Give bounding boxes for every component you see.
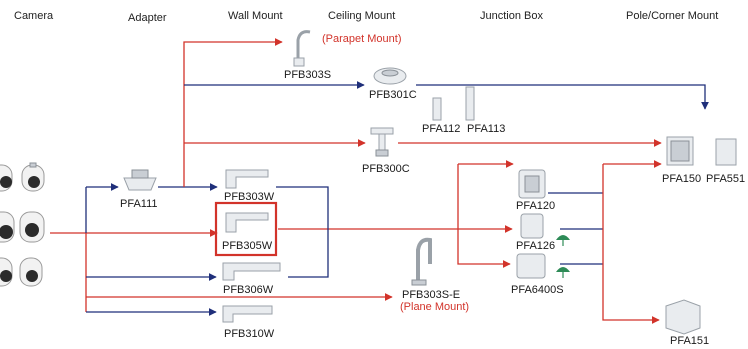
junction-to-pfa151-line bbox=[602, 164, 660, 324]
junction-feed-line bbox=[457, 164, 511, 268]
wall-mounts-bracket-line bbox=[276, 186, 329, 278]
umbrella-icon bbox=[556, 267, 570, 272]
pfb305w-highlight-box bbox=[214, 201, 278, 257]
speed-dome-camera-icon bbox=[0, 211, 45, 243]
pfa113-label: PFA113 bbox=[467, 123, 505, 135]
pfa120-label: PFA120 bbox=[516, 200, 555, 212]
dome-camera-icon bbox=[0, 257, 43, 287]
pfa151-device: PFA151 bbox=[665, 299, 709, 347]
header-wall-mount: Wall Mount bbox=[228, 10, 283, 22]
pfa6400s-device: PFA6400S bbox=[511, 253, 570, 296]
pfa112-device: PFA112 bbox=[422, 97, 460, 135]
pfa111-to-pfb303s-line bbox=[183, 38, 283, 187]
pfb300c-label: PFB300C bbox=[362, 163, 410, 175]
pfb306w-device: PFB306W bbox=[222, 262, 281, 296]
pfb303w-label: PFB303W bbox=[224, 191, 275, 203]
pfb303se-device: PFB303S-E (Plane Mount) bbox=[400, 237, 469, 313]
pfb305w-device: PFB305W bbox=[222, 212, 273, 252]
header-pole-corner-mount: Pole/Corner Mount bbox=[626, 10, 718, 22]
header-ceiling-mount: Ceiling Mount bbox=[328, 10, 395, 22]
umbrella-icon bbox=[556, 235, 570, 240]
pfa551-label: PFA551 bbox=[706, 173, 745, 185]
pfa112-label: PFA112 bbox=[422, 123, 460, 135]
parapet-mount-note: (Parapet Mount) bbox=[322, 33, 401, 45]
ptz-camera-icon bbox=[0, 162, 45, 192]
pfa120-device: PFA120 bbox=[516, 169, 555, 212]
pfa6400s-label: PFA6400S bbox=[511, 284, 564, 296]
header-camera: Camera bbox=[14, 10, 54, 22]
pfa113-device: PFA113 bbox=[465, 86, 505, 135]
pfa111-device: PFA111 bbox=[120, 169, 158, 210]
pfa150-label: PFA150 bbox=[662, 173, 701, 185]
camera-group bbox=[0, 162, 45, 287]
pfa150-device: PFA150 bbox=[662, 136, 701, 185]
pfb303w-device: PFB303W bbox=[224, 169, 275, 203]
pfa126-label: PFA126 bbox=[516, 240, 555, 252]
pfb301c-label: PFB301C bbox=[369, 89, 417, 101]
header-junction-box: Junction Box bbox=[480, 10, 543, 22]
pfb303s-label: PFB303S bbox=[284, 69, 331, 81]
pfa551-device: PFA551 bbox=[706, 138, 745, 185]
pfb306w-label: PFB306W bbox=[223, 284, 274, 296]
pfb310w-label: PFB310W bbox=[224, 328, 275, 340]
pfa126-device: PFA126 bbox=[516, 213, 570, 252]
pfb305w-label: PFB305W bbox=[222, 240, 273, 252]
pfb303s-device: (Parapet Mount) PFB303S bbox=[284, 30, 401, 81]
pfa111-label: PFA111 bbox=[120, 198, 158, 210]
pfb303se-label: PFB303S-E bbox=[402, 289, 460, 301]
plane-mount-note: (Plane Mount) bbox=[400, 301, 469, 313]
pfb301c-device: PFB301C bbox=[369, 67, 417, 101]
pfa151-label: PFA151 bbox=[670, 335, 709, 347]
pfb310w-device: PFB310W bbox=[222, 305, 275, 340]
header-adapter: Adapter bbox=[128, 12, 167, 24]
pfb300c-device: PFB300C bbox=[362, 127, 410, 175]
pfb301c-to-pfa150-line bbox=[416, 84, 709, 110]
